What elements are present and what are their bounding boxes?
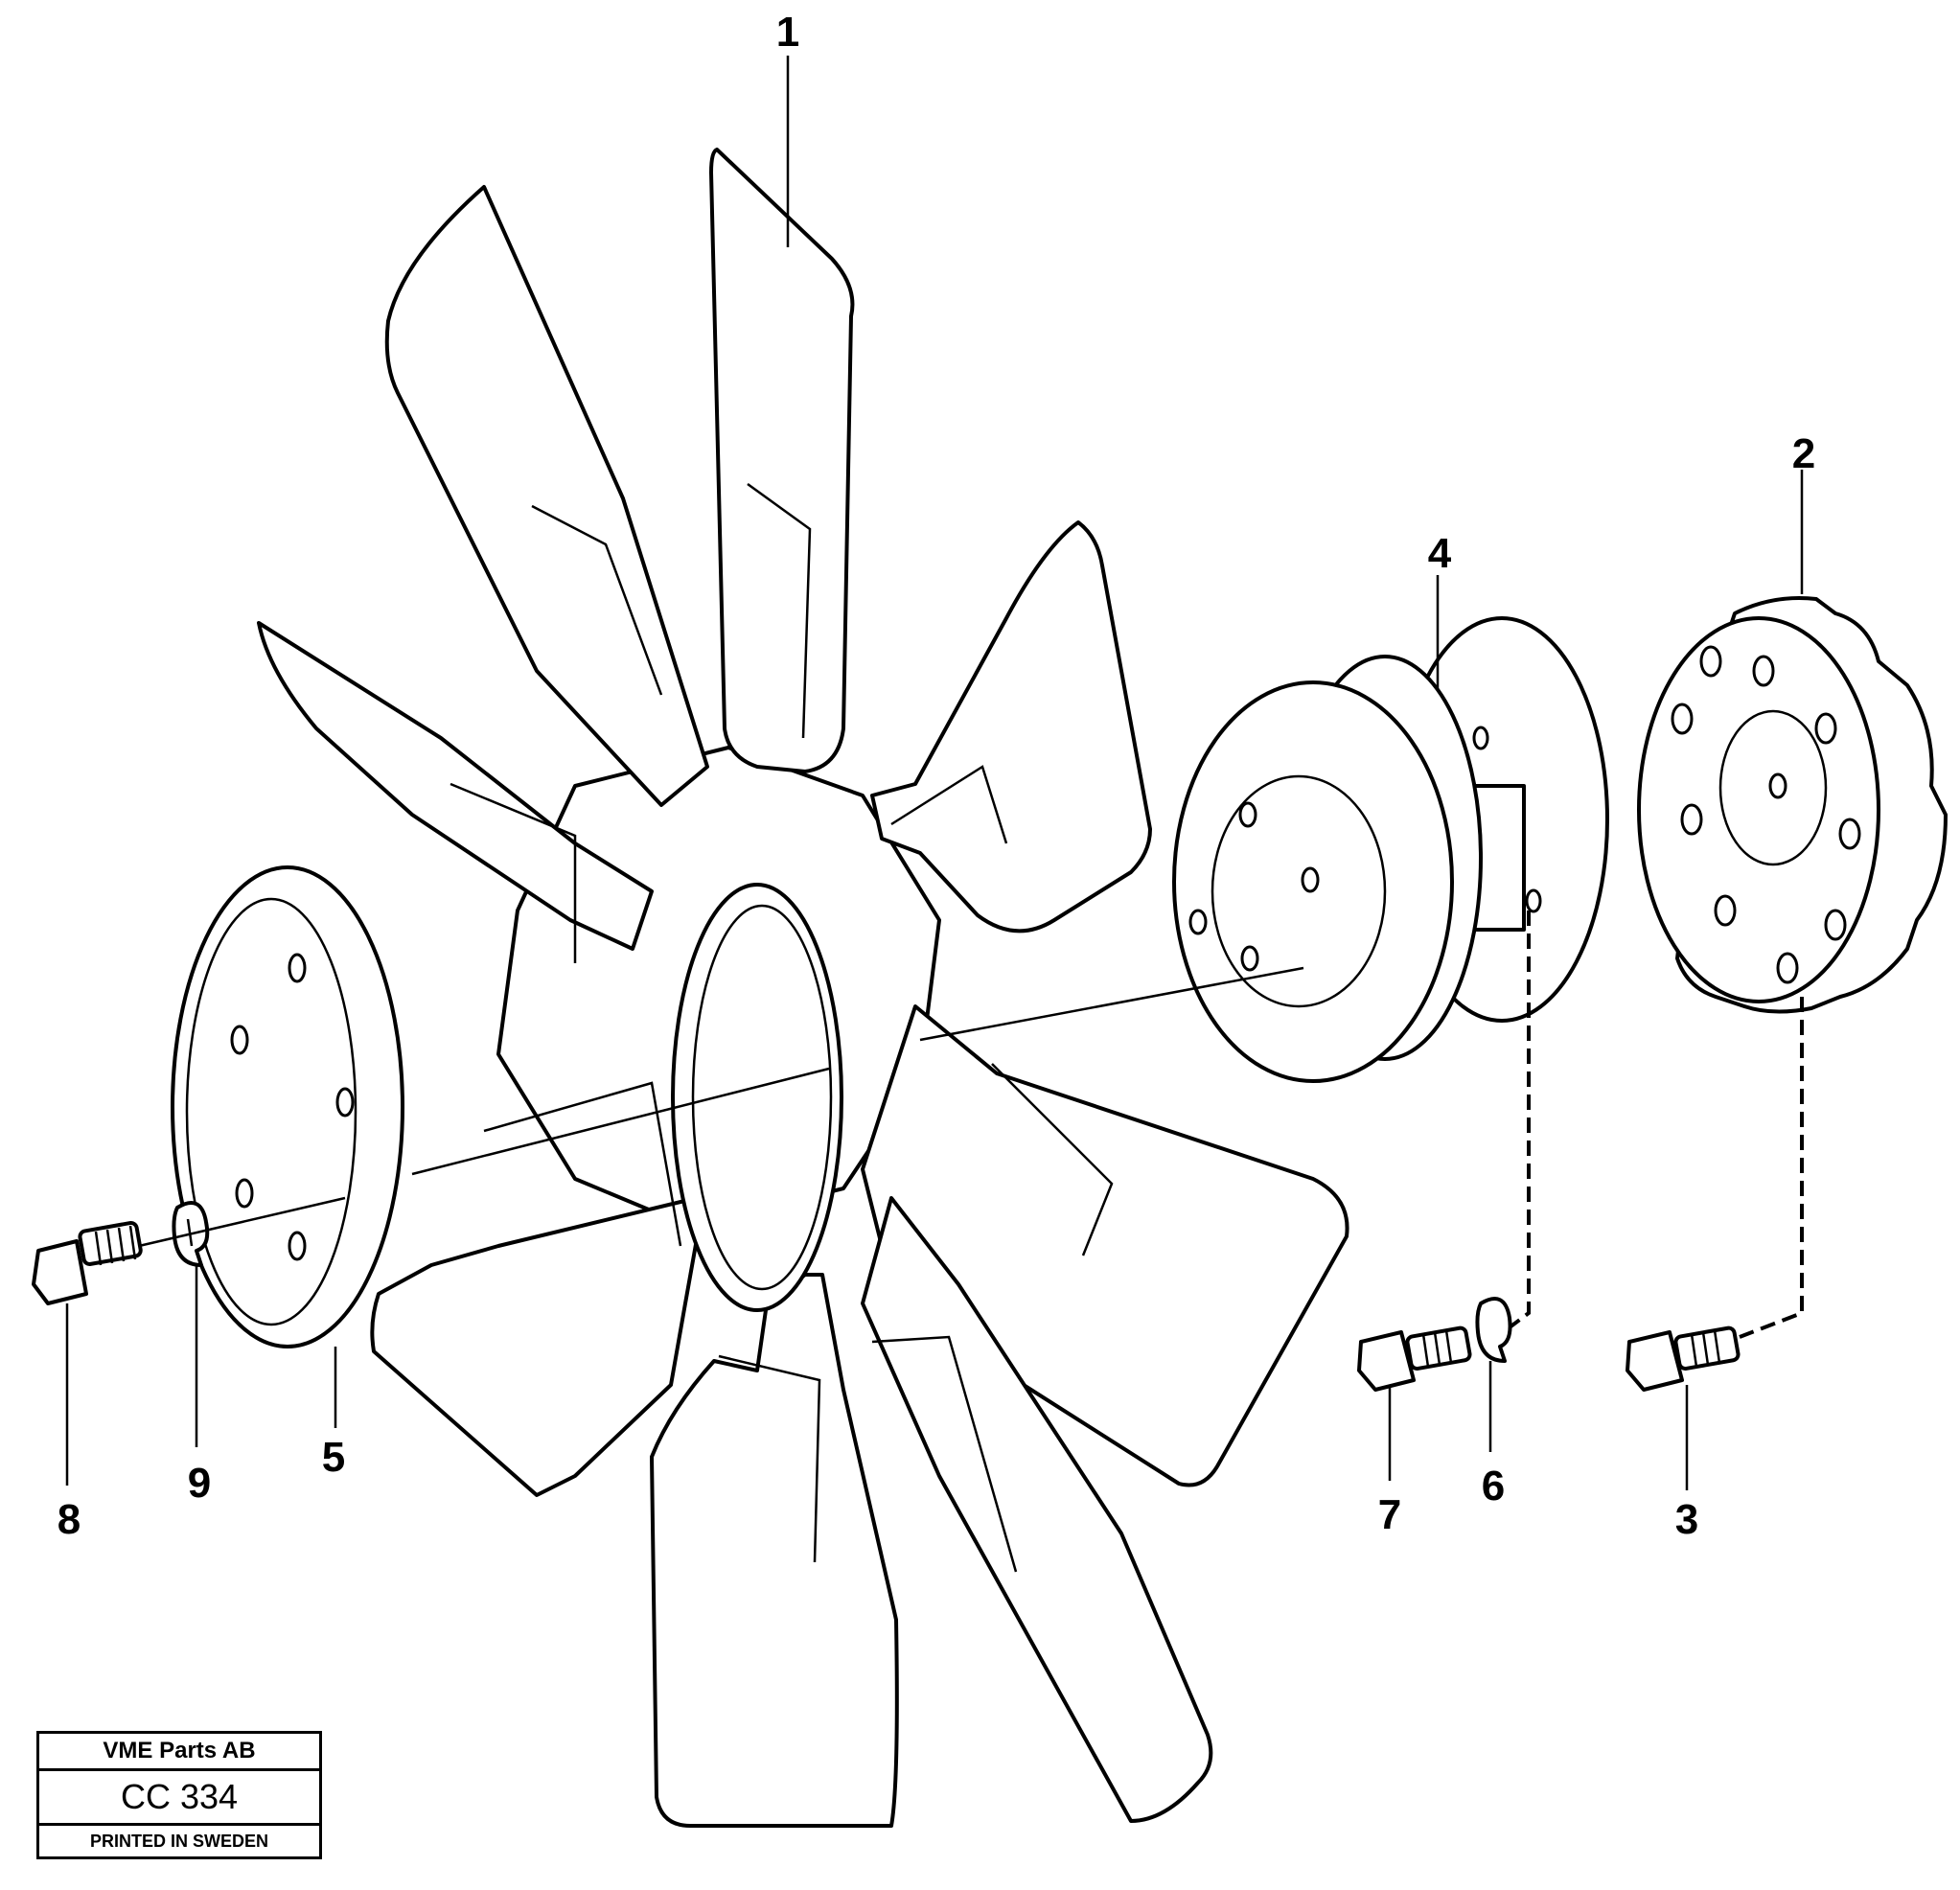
- callout-1: 1: [776, 9, 799, 56]
- fan-blade: [709, 148, 855, 773]
- bolt: [32, 1220, 143, 1305]
- callout-2: 2: [1792, 430, 1815, 477]
- assembly-line: [138, 966, 1304, 1248]
- coupling-disc: [1637, 596, 1948, 1014]
- bolt: [1357, 1325, 1472, 1392]
- fan-blade: [861, 1004, 1349, 1487]
- fan-blade: [384, 185, 709, 807]
- title-block: VME Parts AB CC 334 PRINTED IN SWEDEN: [36, 1731, 322, 1859]
- fan-hub-bore: [671, 883, 843, 1312]
- title-block-company: VME Parts AB: [39, 1734, 319, 1771]
- title-block-printed: PRINTED IN SWEDEN: [89, 1832, 268, 1851]
- lock-washer: [1475, 1297, 1512, 1363]
- callout-9: 9: [188, 1460, 211, 1507]
- callout-6: 6: [1482, 1463, 1505, 1510]
- hub-spacer: [1172, 616, 1609, 1083]
- callout-3: 3: [1675, 1496, 1698, 1543]
- fan: [257, 148, 1349, 1828]
- callout-5: 5: [322, 1434, 345, 1481]
- fan-blade: [870, 520, 1152, 933]
- callout-4: 4: [1428, 530, 1452, 577]
- fan-blade: [257, 621, 654, 963]
- assembly-line-dashed: [1508, 910, 1531, 1329]
- title-block-code: CC 334: [39, 1771, 319, 1826]
- callout-7: 7: [1378, 1491, 1401, 1538]
- front-plate: [171, 865, 404, 1348]
- bolt: [1626, 1325, 1741, 1392]
- fan-blade: [861, 1196, 1213, 1823]
- callout-8: 8: [58, 1496, 81, 1543]
- fan-blade: [650, 1273, 899, 1828]
- fan-blade: [370, 1081, 706, 1497]
- assembly-line-dashed: [1739, 997, 1804, 1339]
